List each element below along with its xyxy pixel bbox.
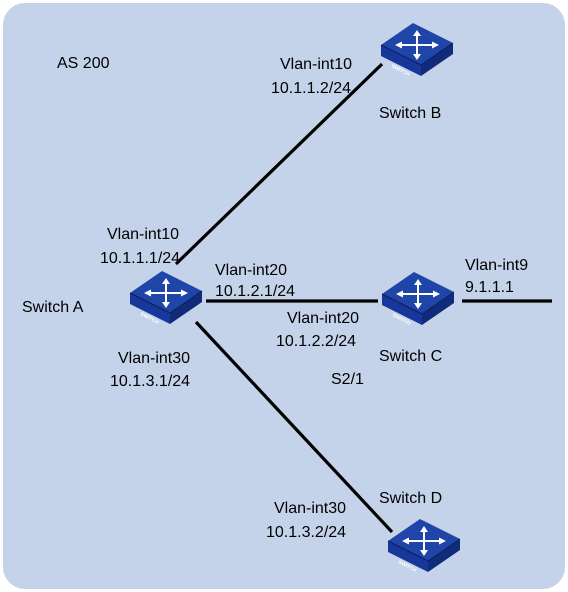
links — [174, 62, 552, 534]
switch-a-link-d-vlan: Vlan-int30 — [118, 350, 190, 367]
link-a-d — [194, 320, 394, 534]
switch-b-name: Switch B — [379, 105, 441, 122]
switch-c-name: Switch C — [379, 348, 442, 365]
switch-d-name: Switch D — [379, 490, 442, 507]
switch-c-ext-ip: 9.1.1.1 — [465, 279, 514, 296]
switch-a-link-b-ip: 10.1.1.1/24 — [100, 250, 180, 267]
link-a-b — [174, 62, 384, 266]
switch-a-link-d-ip: 10.1.3.1/24 — [110, 373, 190, 390]
switch-d-vlan: Vlan-int30 — [274, 500, 346, 517]
switch-c-ext-vlan: Vlan-int9 — [465, 257, 528, 274]
as-panel — [3, 3, 565, 589]
switch-a-name: Switch A — [22, 299, 84, 316]
as-label: AS 200 — [57, 55, 110, 72]
switch-c-port: S2/1 — [331, 371, 364, 388]
switch-c-vlan: Vlan-int20 — [287, 310, 359, 327]
switch-a-link-c-vlan: Vlan-int20 — [215, 262, 287, 279]
switch-b-ip: 10.1.1.2/24 — [271, 80, 351, 97]
switch-a-link-c-ip: 10.1.2.1/24 — [215, 283, 295, 300]
switch-b-vlan: Vlan-int10 — [280, 56, 352, 73]
switch-d-ip: 10.1.3.2/24 — [266, 524, 346, 541]
switch-c-ip: 10.1.2.2/24 — [276, 333, 356, 350]
switch-a-link-b-vlan: Vlan-int10 — [107, 226, 179, 243]
